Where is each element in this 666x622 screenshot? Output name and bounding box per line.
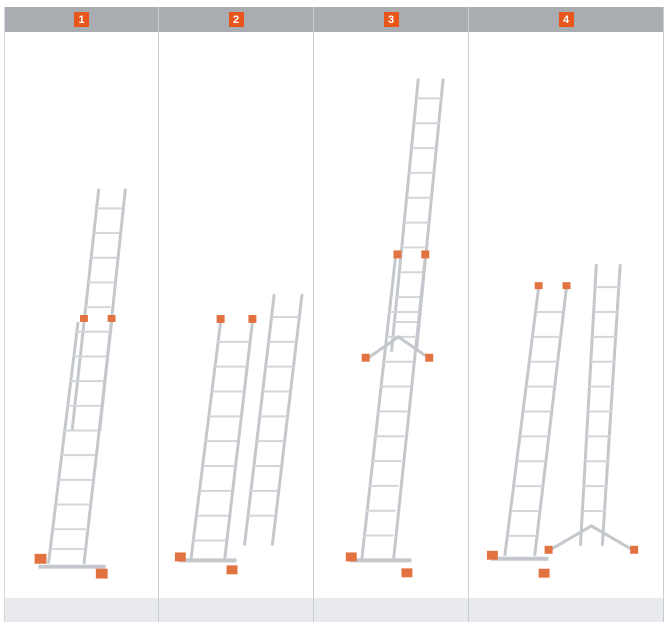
panel-number-badge: 2 [229,12,244,27]
panel-header: 2 [159,7,313,32]
panel-footer [159,598,313,622]
panel-1: 1 [4,7,159,622]
panel-number-badge: 4 [559,12,574,27]
ladder-configuration-grid: 1 [4,7,664,622]
two-separate-ladder-sections-icon [159,32,313,598]
ladder-illustration-1 [5,32,158,598]
panel-2: 2 [159,7,314,622]
panel-number-badge: 3 [384,12,399,27]
ladder-with-sliding-section-icon [5,32,158,598]
panel-3: 3 [314,7,469,622]
panel-footer [5,598,158,622]
ladder-illustration-3 [314,32,468,598]
extended-ladder-with-stabilizer-icon [314,32,468,598]
ladder-illustration-2 [159,32,313,598]
panel-footer [469,598,663,622]
panel-header: 4 [469,7,663,32]
panel-header: 3 [314,7,468,32]
separate-sections-with-stabilizer-foot-icon [469,32,663,598]
panel-header: 1 [5,7,158,32]
panel-footer [314,598,468,622]
panel-4: 4 [469,7,664,622]
ladder-illustration-4 [469,32,663,598]
panel-number-badge: 1 [74,12,89,27]
